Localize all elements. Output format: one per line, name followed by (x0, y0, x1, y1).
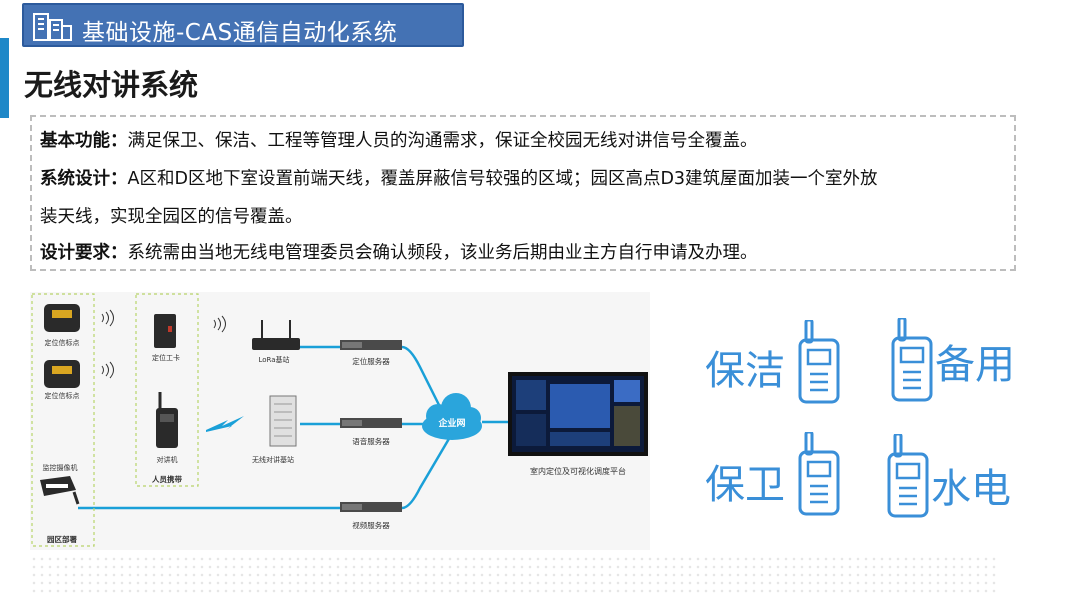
role-label-security: 保卫 (705, 462, 785, 508)
role-label-utilities: 水电 (931, 466, 1011, 512)
personnel-group (135, 293, 199, 487)
walkie-talkie-icon (887, 434, 929, 518)
video-server-label: 视频服务器 (352, 520, 390, 530)
network-diagram: 定位信标点 定位信标点 监控摄像机 园区部署 定位工卡 (30, 292, 650, 550)
video-server-icon (340, 502, 402, 512)
line4-text: 系统需由当地无线电管理委员会确认频段，该业务后期由业主方自行申请及办理。 (127, 243, 758, 263)
line1-text: 满足保卫、保洁、工程等管理人员的沟通需求，保证全校园无线对讲信号全覆盖。 (127, 131, 758, 151)
voice-server-icon (340, 418, 402, 428)
description-line-3: 装天线，实现全园区的信号覆盖。 (40, 203, 303, 228)
description-line-2: 系统设计：A区和D区地下室设置前端天线，覆盖屏蔽信号较强的区域；园区高点D3建筑… (40, 165, 878, 190)
line1-label: 基本功能： (40, 131, 128, 151)
beacon-label-1: 定位信标点 (45, 338, 80, 347)
description-box: 基本功能：满足保卫、保洁、工程等管理人员的沟通需求，保证全校园无线对讲信号全覆盖… (30, 115, 1016, 271)
beacon-label-2: 定位信标点 (45, 391, 80, 400)
walkie-talkie-icon (891, 318, 933, 402)
role-tile-security: 保卫 (700, 430, 850, 516)
locate-server-label: 定位服务器 (352, 356, 390, 366)
voice-server-label: 语音服务器 (352, 436, 390, 446)
left-accent-bar (0, 38, 9, 118)
park-deploy-label: 园区部署 (47, 534, 77, 544)
walkie-talkie-icon (798, 320, 840, 404)
locate-to-cloud-line (401, 345, 442, 408)
line3-text: 装天线，实现全园区的信号覆盖。 (40, 207, 303, 227)
cloud-icon (422, 393, 482, 440)
lora-label: LoRa基站 (258, 355, 289, 364)
lora-base-station-icon (252, 320, 300, 350)
beacon-device-1 (44, 304, 80, 332)
park-deploy-group (31, 293, 95, 547)
description-line-4: 设计要求：系统需由当地无线电管理委员会确认频段，该业务后期由业主方自行申请及办理… (40, 239, 758, 264)
building-icon (33, 13, 72, 41)
role-tile-spare: 备用 (885, 318, 1035, 404)
platform-monitor-icon (508, 372, 648, 456)
section-title: 无线对讲系统 (24, 68, 199, 102)
camera-label: 监控摄像机 (43, 463, 78, 472)
line4-label: 设计要求： (40, 243, 128, 263)
walkie-talkie-icon (156, 392, 178, 448)
id-card-label: 定位工卡 (152, 353, 180, 362)
signal-waves-icon (101, 309, 226, 379)
wireless-station-icon (269, 395, 297, 447)
walkie-label: 对讲机 (157, 455, 178, 464)
line2-text: A区和D区地下室设置前端天线，覆盖屏蔽信号较强的区域；园区高点D3建筑屋面加装一… (127, 169, 878, 189)
line2-label: 系统设计： (40, 169, 128, 189)
wireless-station-label: 无线对讲基站 (252, 455, 294, 464)
camera-icon (40, 476, 80, 505)
role-tile-cleaning: 保洁 (700, 318, 850, 404)
locate-server-icon (340, 340, 402, 350)
header-bar: 基础设施-CAS通信自动化系统 (22, 3, 464, 47)
role-label-cleaning: 保洁 (705, 348, 785, 394)
walkie-talkie-icon (798, 432, 840, 516)
id-card-icon (154, 314, 176, 348)
description-line-1: 基本功能：满足保卫、保洁、工程等管理人员的沟通需求，保证全校园无线对讲信号全覆盖… (40, 127, 758, 152)
connection-lines (78, 345, 508, 510)
role-tile-utilities: 水电 (885, 434, 1035, 520)
dotted-decoration (30, 555, 1000, 597)
role-label-spare: 备用 (935, 342, 1015, 388)
beacon-device-2 (44, 360, 80, 388)
header-title: 基础设施-CAS通信自动化系统 (82, 20, 398, 46)
platform-label: 室内定位及可视化调度平台 (530, 466, 626, 476)
cloud-label: 企业网 (437, 417, 465, 429)
wireless-signal-icon (206, 416, 244, 432)
video-to-cloud-line (401, 436, 452, 510)
personnel-label: 人员携带 (152, 474, 182, 484)
